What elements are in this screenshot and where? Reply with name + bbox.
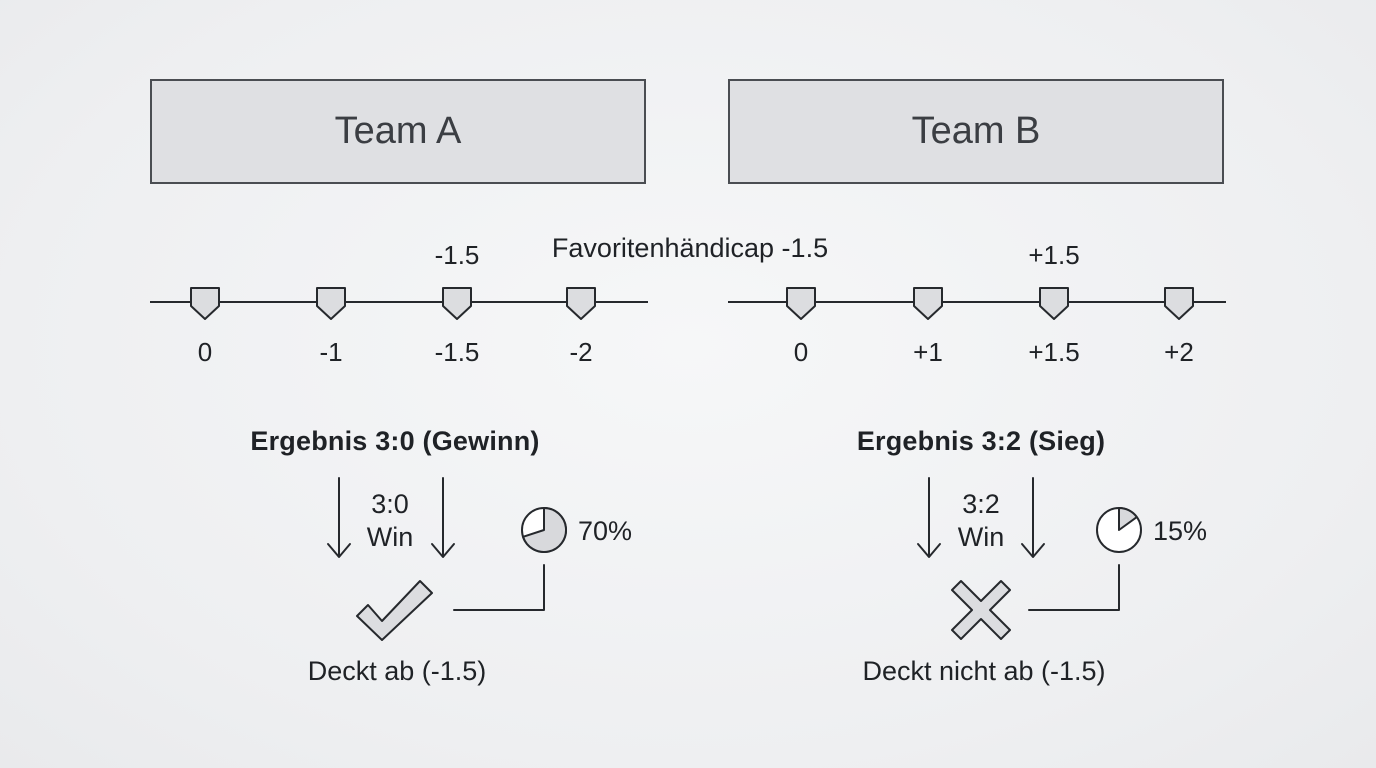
right-arrow-down-icon [917, 477, 941, 558]
left-marker-3 [566, 287, 596, 320]
left-pie-chart-icon [521, 507, 567, 553]
left-result-heading: Ergebnis 3:0 (Gewinn) [250, 426, 540, 456]
right-score: 3:2 [962, 489, 1000, 519]
team-b-box: Team B [728, 79, 1224, 184]
left-probability: 70% [578, 516, 633, 546]
right-tick-label: +2 [1164, 337, 1194, 367]
left-connector-line [453, 564, 545, 611]
left-tick-label: 0 [197, 337, 213, 367]
left-score: 3:0 [371, 489, 409, 519]
left-marker-label: -1.5 [434, 240, 480, 270]
right-arrow-down-icon [1021, 477, 1045, 558]
right-probability: 15% [1153, 516, 1208, 546]
right-pie-chart-icon [1096, 507, 1142, 553]
cross-icon [951, 580, 1011, 640]
left-tick-label: -1.5 [434, 337, 480, 367]
left-arrow-down-icon [327, 477, 351, 558]
left-marker-0 [190, 287, 220, 320]
left-tick-label: -1 [319, 337, 343, 367]
left-win-label: Win [366, 522, 414, 552]
team-a-box: Team A [150, 79, 646, 184]
checkmark-icon [356, 580, 433, 641]
right-marker-0 [786, 287, 816, 320]
right-marker-3 [1164, 287, 1194, 320]
left-tick-label: -2 [569, 337, 593, 367]
handicap-caption: Favoritenhändicap -1.5 [551, 233, 829, 263]
right-tick-label: +1 [913, 337, 943, 367]
right-marker-1 [913, 287, 943, 320]
left-marker-1 [316, 287, 346, 320]
left-verdict: Deckt ab (-1.5) [307, 656, 487, 686]
right-tick-label: +1.5 [1028, 337, 1080, 367]
right-result-heading: Ergebnis 3:2 (Sieg) [856, 426, 1106, 456]
right-marker-2 [1039, 287, 1069, 320]
team-a-label: Team A [334, 110, 462, 152]
right-marker-label: +1.5 [1028, 240, 1080, 270]
left-arrow-down-icon [431, 477, 455, 558]
right-connector-line [1028, 564, 1120, 611]
right-score-block: 3:2 Win [958, 488, 1005, 554]
left-marker-2 [442, 287, 472, 320]
left-score-block: 3:0 Win [367, 488, 414, 554]
right-tick-label: 0 [793, 337, 809, 367]
right-win-label: Win [957, 522, 1005, 552]
team-b-label: Team B [911, 110, 1041, 152]
right-verdict: Deckt nicht ab (-1.5) [862, 656, 1106, 686]
